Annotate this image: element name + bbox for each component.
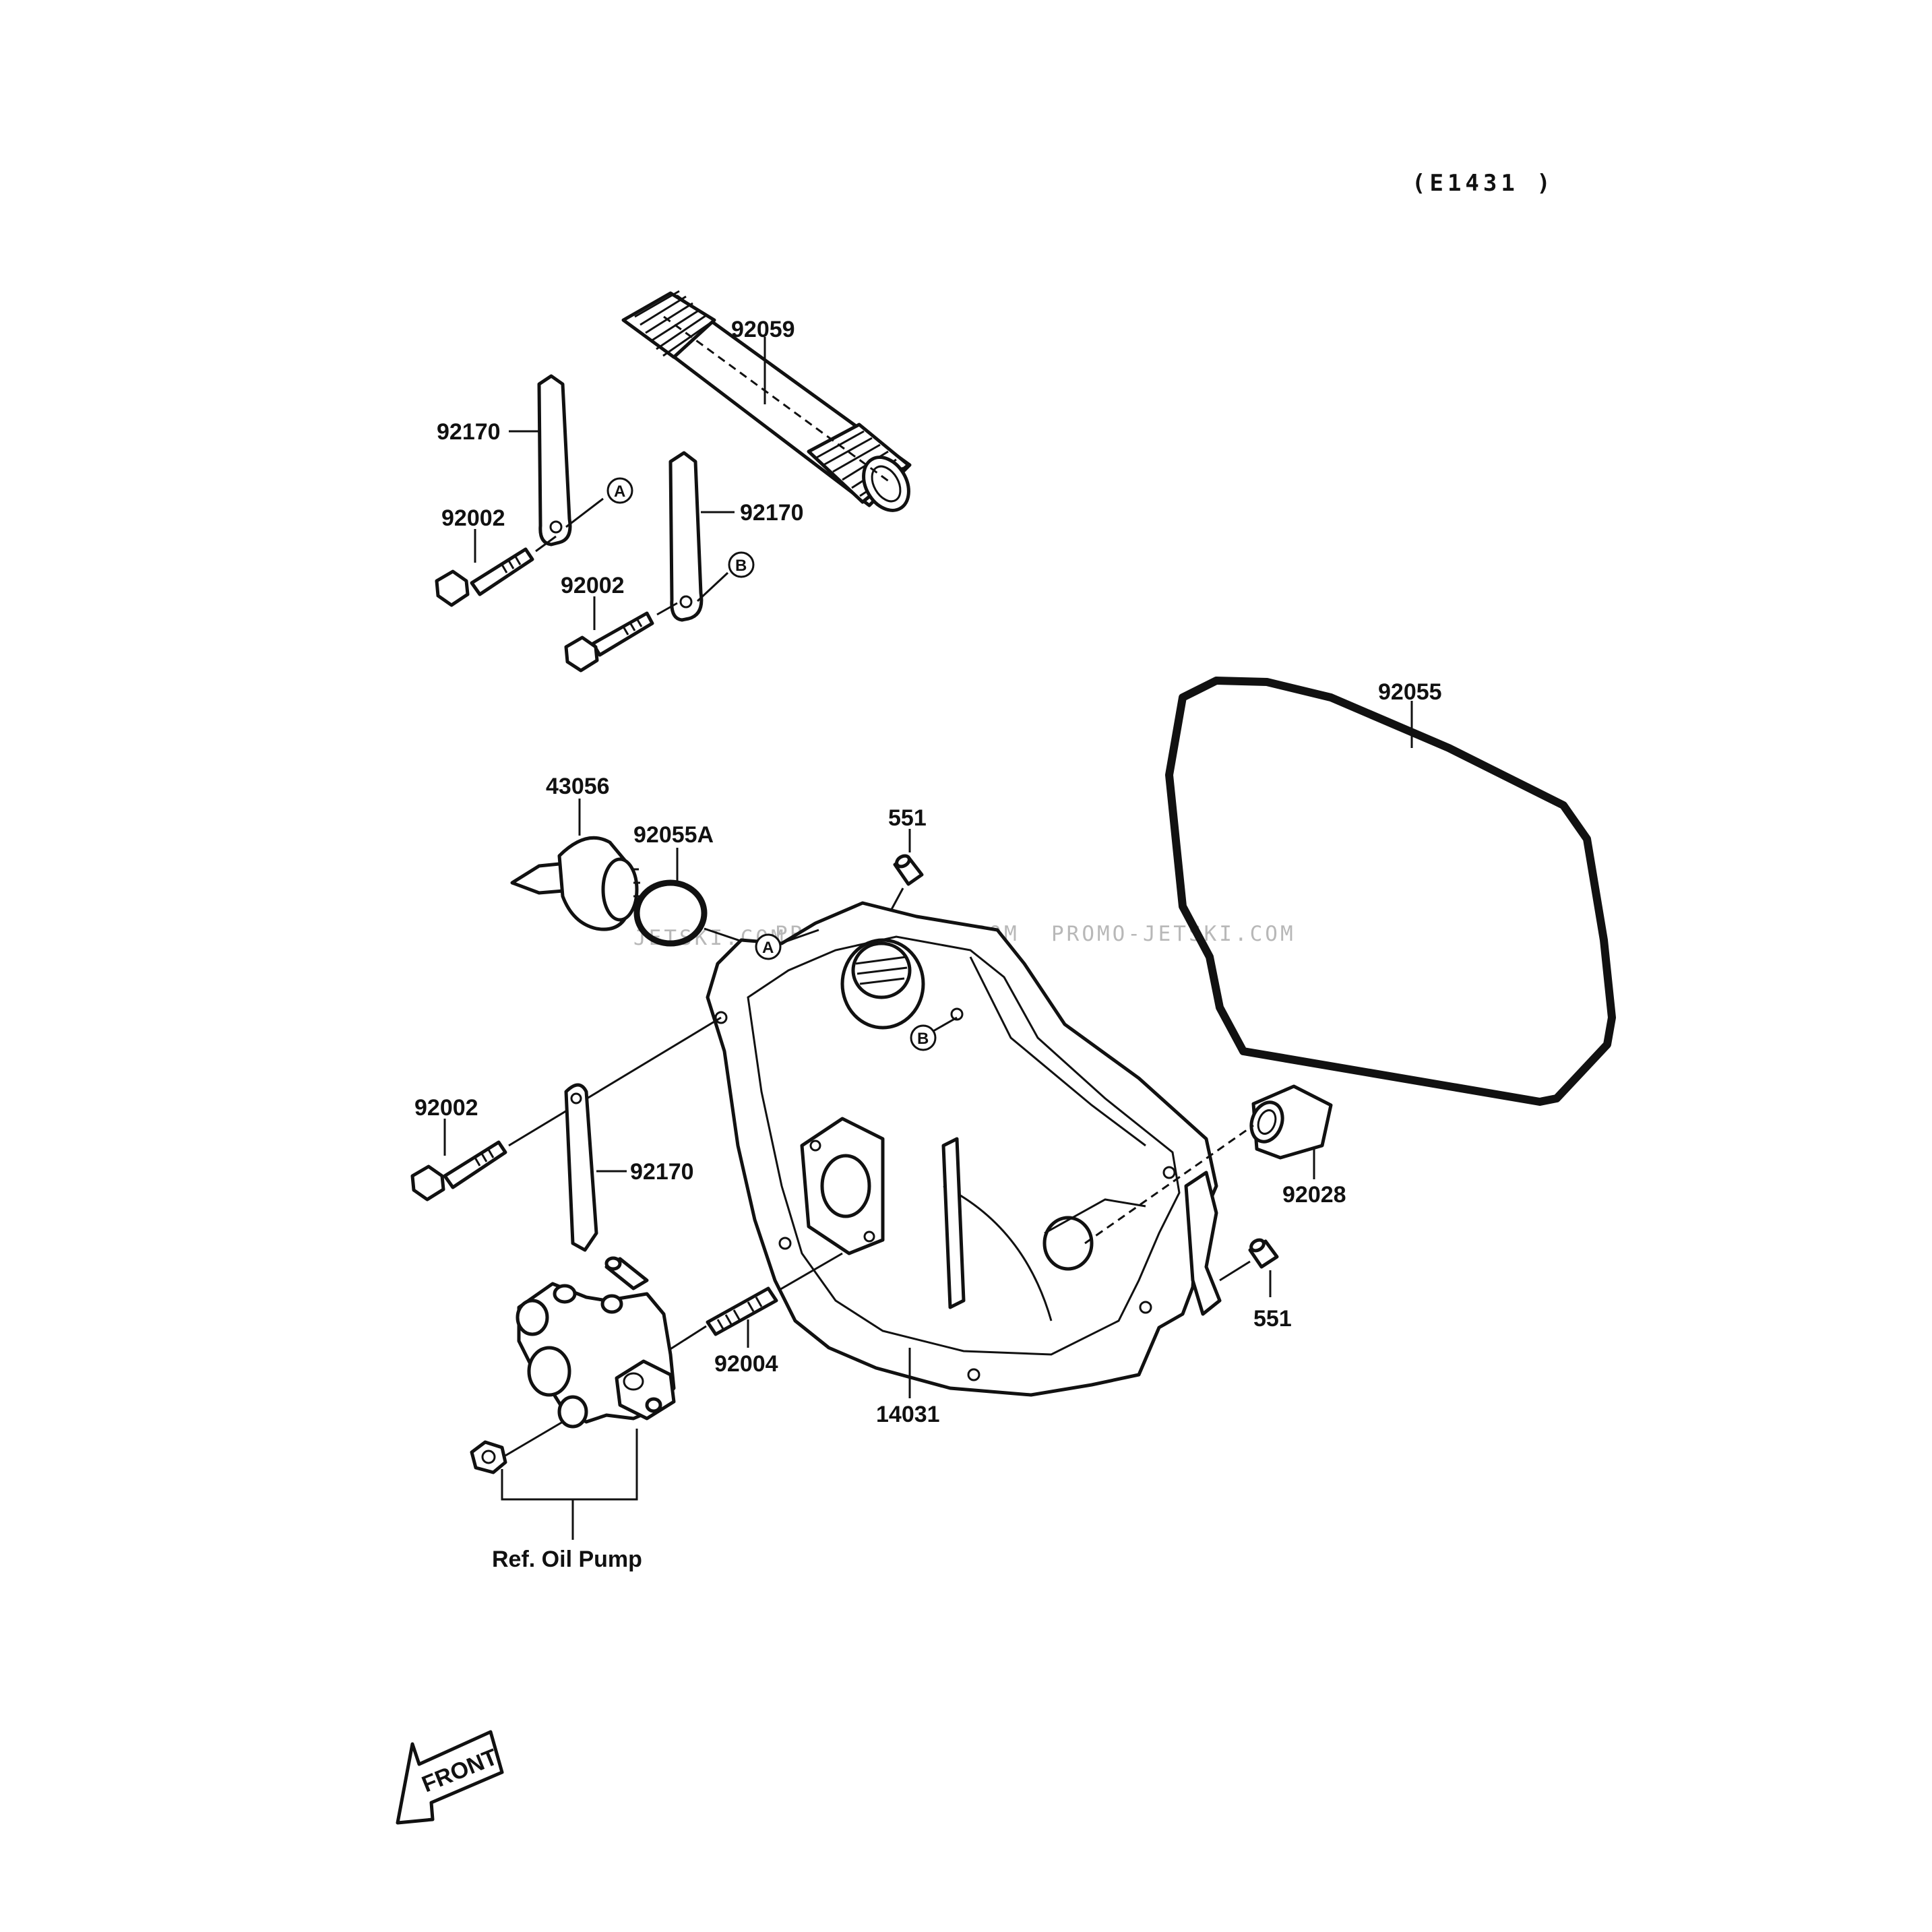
svg-text:B: B [735,557,747,575]
bolt-a-part [435,535,557,607]
o-ring-part [633,879,708,947]
bolt-b-part [564,602,678,673]
label-strap-c: 92170 [630,1159,694,1185]
label-dowel-top: 551 [888,805,927,831]
svg-text:PROMO-JETSKI.COM: PROMO-JETSKI.COM [1051,922,1296,946]
label-cap: 43056 [546,774,610,799]
callout-b-top: B [728,551,755,578]
label-collar: 92028 [1282,1182,1346,1208]
strap-a-part [537,374,572,547]
cap-part [510,836,640,931]
label-strap-b: 92170 [740,500,804,526]
label-o-ring: 92055A [633,822,714,848]
oil-pump-part [516,1256,676,1429]
strap-c-part [564,1083,598,1252]
label-strap-a: 92170 [437,419,501,445]
label-gasket: 92055 [1378,679,1442,705]
callout-b-cover: B [910,1024,937,1051]
label-stud: 92004 [714,1351,778,1377]
dowel-top-part [893,854,924,886]
label-dowel-right: 551 [1253,1306,1292,1332]
callout-a-top: A [606,477,633,504]
label-bolt-b: 92002 [561,573,625,598]
strap-b-part [668,451,704,622]
svg-text:A: A [762,939,774,957]
collar-part [1249,1084,1333,1160]
diagram-code: (E1431 ) [1412,170,1555,197]
front-arrow-icon: FRONT [396,1730,504,1825]
label-cover: 14031 [876,1402,940,1427]
label-bolt-a: 92002 [441,505,505,531]
label-bolt-c: 92002 [414,1095,478,1121]
svg-text:A: A [614,482,625,501]
label-hose: 92059 [731,317,795,342]
svg-text:B: B [917,1030,929,1048]
stud-part [706,1286,778,1336]
oil-pump-nut [470,1440,507,1474]
callout-a-cover: A [755,933,782,960]
bolt-c-part [410,1140,507,1202]
hose-part [621,290,912,512]
label-oil-pump: Ref. Oil Pump [492,1547,642,1572]
cover-part [706,901,1222,1397]
dowel-right-part [1248,1238,1279,1269]
gasket-part [1165,677,1616,1106]
